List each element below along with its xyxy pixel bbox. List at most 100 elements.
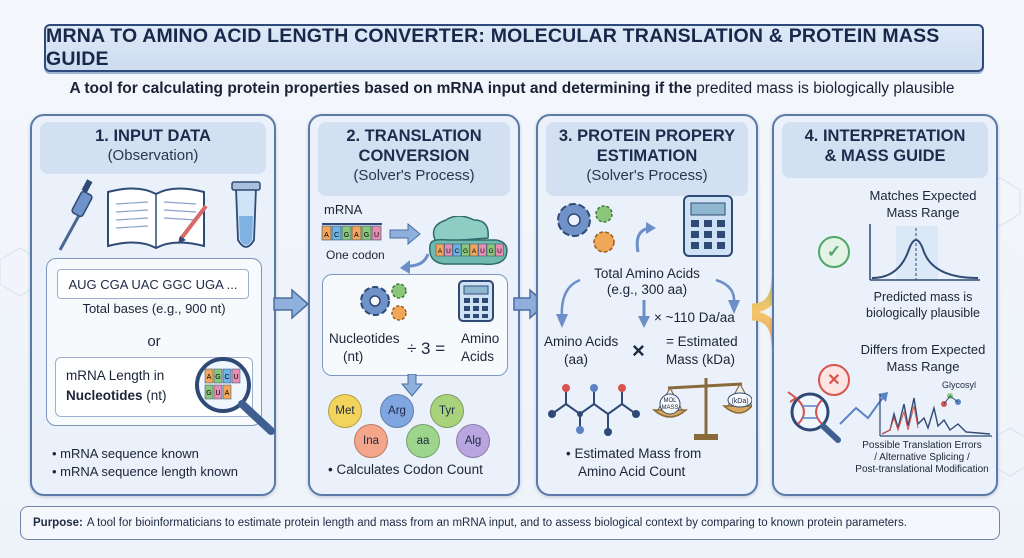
- mrna-base-letter: U: [374, 232, 379, 239]
- panel3-header: 3. PROTEIN PROPERY ESTIMATION (Solver's …: [546, 122, 748, 196]
- panel3-title-2: ESTIMATION: [596, 147, 698, 165]
- calculator-icon: [458, 280, 494, 322]
- total-aa-example: (e.g., 300 aa): [606, 282, 688, 297]
- magnifier-base-letter: A: [225, 390, 230, 397]
- mrna-base: [331, 225, 342, 241]
- codon-label: One codon: [326, 248, 385, 262]
- mrna-base: [351, 225, 362, 241]
- panel1-subtitle: (Observation): [107, 147, 199, 164]
- nucleotides-label: Nucleotides: [329, 331, 400, 346]
- magnifier-base: [204, 368, 214, 384]
- panel1-title: 1. INPUT DATA: [95, 127, 211, 145]
- mrna-base-letter: A: [354, 232, 359, 239]
- match-label-2: Mass Range: [886, 205, 960, 220]
- amino-acid-chip-ina: Ina: [354, 424, 388, 458]
- dna-magnifier-icon: [790, 392, 841, 443]
- panel1-header: 1. INPUT DATA (Observation): [40, 122, 266, 174]
- scale-icon: MOL MASS (kDa): [652, 378, 752, 440]
- estimation-arrows: [556, 278, 740, 328]
- divide-operator: ÷ 3 =: [407, 339, 446, 358]
- arrow-down-2: [400, 374, 424, 397]
- ribosome-base-letter: A: [438, 248, 443, 255]
- mrna-base-letter: G: [364, 232, 369, 239]
- ribosome-base: [469, 243, 479, 257]
- ribosome-base: [486, 243, 496, 257]
- or-label: or: [147, 333, 161, 350]
- lab-icons: [58, 179, 261, 251]
- error-illustration: [787, 391, 992, 443]
- panel2-header: 2. TRANSLATION CONVERSION (Solver's Proc…: [318, 122, 510, 196]
- panel-input-data: 1. INPUT DATA (Observation): [30, 114, 276, 496]
- cross-icon: ✕: [818, 364, 850, 396]
- magnifier-base-letter: G: [206, 390, 211, 397]
- ribosome-base-letter: U: [480, 248, 485, 255]
- test-tube-icon: [231, 181, 261, 248]
- molecule-and-scale: MOL MASS (kDa): [548, 378, 752, 440]
- ribosome-base: [444, 243, 453, 257]
- magnifier-base-letter: A: [207, 374, 212, 381]
- mrna-base: [371, 225, 382, 241]
- amino-label-2: Acids: [461, 349, 495, 364]
- gear-icon: [360, 283, 407, 321]
- differs-label-1: Differs from Expected: [860, 342, 986, 357]
- mrna-base-letter: G: [344, 232, 349, 239]
- error-line-1: Possible Translation Errors: [862, 440, 982, 451]
- purpose-text: A tool for bioinformaticians to estimate…: [86, 517, 907, 529]
- subtitle-rest: predited mass is biologically plausible: [696, 80, 955, 97]
- ribosome-base: [461, 243, 470, 257]
- length-label: mRNA Length in: [66, 368, 165, 383]
- notebook-icon: [107, 187, 208, 250]
- arrow-down-curve-1: [400, 253, 430, 274]
- ribosome-base: [478, 243, 487, 257]
- mass-label-1: = Estimated: [666, 334, 738, 349]
- conversion-box: Nucleotides (nt) ÷ 3 = Amino Acids: [322, 274, 508, 376]
- error-text-block: Possible Translation Errors / Alternativ…: [848, 440, 996, 476]
- purpose-footer: Purpose: A tool for bioinformaticians to…: [20, 506, 1000, 540]
- bell-curve-chart: [869, 224, 980, 281]
- ribosome-base: [452, 243, 462, 257]
- panel3-title-1: 3. PROTEIN PROPERY: [558, 127, 736, 145]
- spectrum-icon: [879, 393, 992, 437]
- input-box: AUG CGA UAC GGC UGA ... Total bases (e.g…: [46, 258, 275, 435]
- length-unit: Nucleotides (nt): [66, 388, 167, 403]
- ribosome-base-letter: C: [455, 248, 460, 255]
- page-subtitle: A tool for calculating protein propertie…: [0, 80, 1024, 98]
- panel-estimation: 3. PROTEIN PROPERY ESTIMATION (Solver's …: [536, 114, 758, 496]
- mrna-base-letter: A: [324, 232, 329, 239]
- nt-label: (nt): [343, 349, 364, 364]
- panel3-bullet: • Estimated Mass from: [566, 446, 702, 461]
- amino-acid-chip-tyr: Tyr: [430, 394, 464, 428]
- panel1-bullet-2: • mRNA sequence length known: [52, 464, 238, 479]
- panel4-header: 4. INTERPRETATION & MASS GUIDE: [782, 122, 988, 178]
- panel4-title-1: 4. INTERPRETATION: [804, 127, 966, 145]
- error-line-2: / Alternative Splicing /: [874, 452, 970, 463]
- total-aa-label: Total Amino Acids: [594, 266, 700, 281]
- estimation-icons: [557, 195, 733, 257]
- amino-acid-chip-met: Met: [328, 394, 362, 428]
- length-unit-rest: (nt): [142, 388, 167, 403]
- factor-label: × ~110 Da/aa: [654, 310, 735, 325]
- ribosome-base-letter: U: [497, 248, 502, 255]
- glycosyl-label: Glycosyl: [942, 380, 977, 390]
- magnifier-base-letter: U: [215, 390, 220, 397]
- times-operator: ×: [632, 338, 645, 363]
- magnifier-base-letter: C: [224, 374, 229, 381]
- conversion-icons: [360, 280, 494, 322]
- panel2-title-1: 2. TRANSLATION: [346, 127, 482, 145]
- amino-acid-chip-alg: Alg: [456, 424, 490, 458]
- amino-acid-chip-arg: Arg: [380, 394, 414, 428]
- ribosome-base: [495, 243, 504, 257]
- ribosome-base: [435, 243, 445, 257]
- ribosome-base-letter: G: [463, 248, 468, 255]
- mrna-label: mRNA: [324, 202, 363, 217]
- arrow-1-to-2: [273, 288, 310, 320]
- mrna-base: [341, 225, 352, 241]
- page-title: MRNA TO AMINO ACID LENGTH CONVERTER: MOL…: [46, 25, 940, 70]
- magnifier-base: [222, 384, 232, 400]
- magnifier-base: [231, 368, 241, 384]
- ribosome-base-letter: U: [446, 248, 451, 255]
